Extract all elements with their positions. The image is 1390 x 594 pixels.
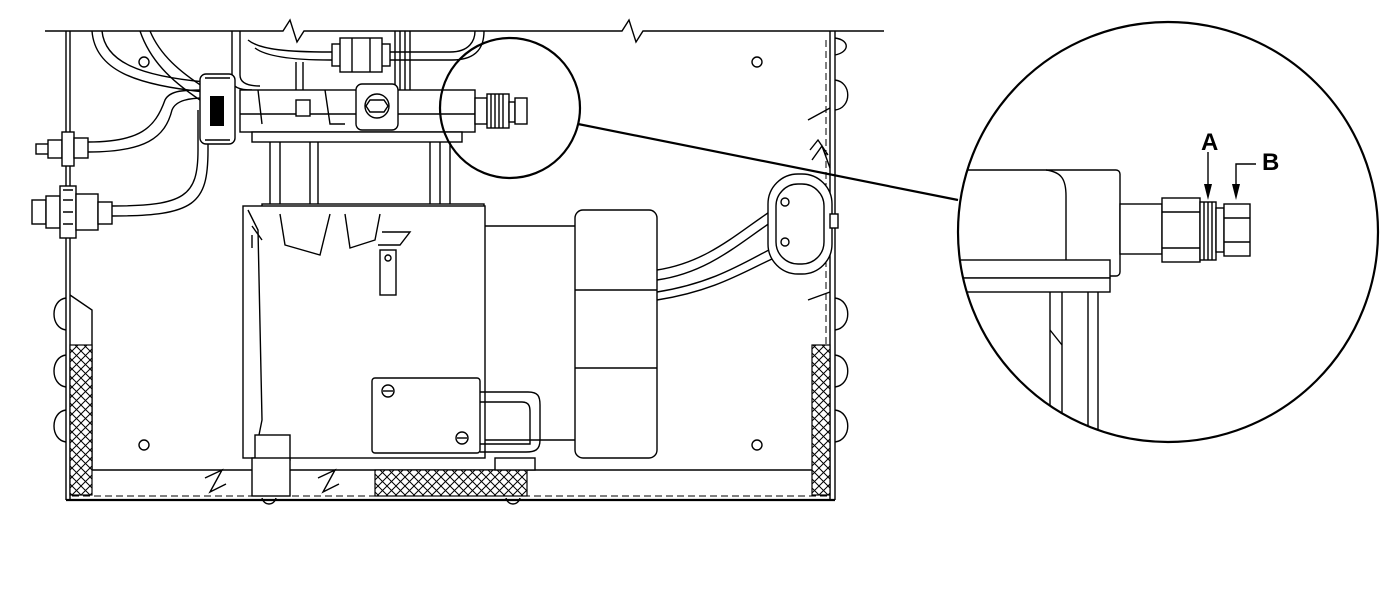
callout-arrow-b (1232, 163, 1256, 200)
insulation-pads (69, 344, 831, 497)
mounting-holes (138, 56, 763, 451)
top-break-line (45, 18, 884, 44)
right-wall-tabs (807, 37, 849, 443)
callout-label-b: B (1262, 149, 1279, 176)
wire-connector (331, 37, 391, 73)
valve-body (199, 73, 528, 145)
pump-motor (242, 205, 541, 505)
detail-circle (438, 36, 582, 180)
tubing-lines (87, 30, 485, 217)
bulkhead-fittings (31, 131, 113, 239)
pump-frame (261, 142, 485, 215)
zoom-detail-view (958, 169, 1251, 442)
callout-arrow-a (1204, 152, 1212, 200)
wire-grommet (767, 138, 839, 275)
zoom-circle-outline (956, 20, 1380, 444)
leader-line (577, 122, 959, 202)
callout-label-a: A (1201, 129, 1218, 156)
